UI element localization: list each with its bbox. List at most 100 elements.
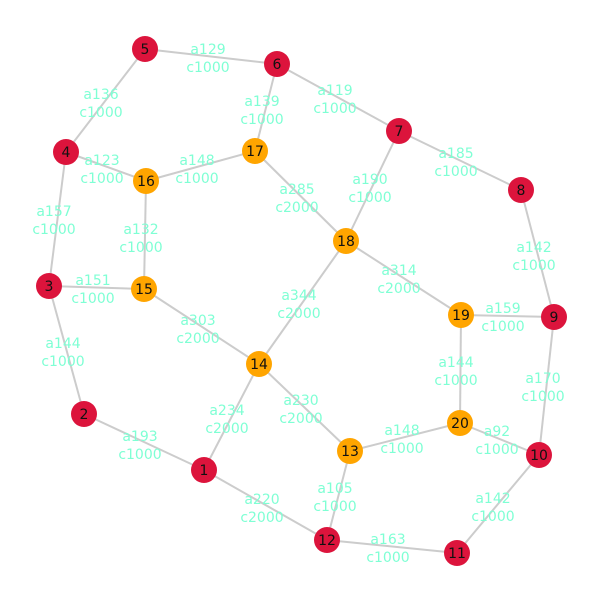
edge-5-6	[144, 48, 278, 65]
node-15: 15	[131, 276, 157, 302]
edge-18-14	[258, 240, 347, 365]
node-circle	[541, 304, 567, 330]
edge-label-c: c1000	[80, 171, 123, 187]
edge-label-a: a190	[352, 172, 387, 188]
edge-label-20-13: a148 c1000	[380, 423, 423, 457]
edge-16-15	[143, 180, 147, 290]
edge-label-a: a129	[190, 42, 225, 58]
edge-2-1	[83, 413, 205, 471]
edge-label-c: c2000	[275, 200, 318, 216]
edge-label-3-2: a144 c1000	[41, 336, 84, 370]
node-16: 16	[133, 168, 159, 194]
node-circle	[444, 540, 470, 566]
node-circle	[242, 138, 268, 164]
node-12: 12	[314, 527, 340, 553]
edge-14-1	[203, 363, 260, 471]
edge-label-c: c1000	[471, 509, 514, 525]
node-label: 8	[517, 183, 526, 199]
edge-6-7	[276, 63, 400, 132]
node-circle	[53, 139, 79, 165]
edge-label-c: c1000	[79, 105, 122, 121]
node-circle	[133, 168, 159, 194]
edge-label-6-17: a139 c1000	[240, 94, 283, 128]
node-6: 6	[264, 51, 290, 77]
edge-label-a: a119	[317, 83, 352, 99]
edge-label-c: c2000	[240, 510, 283, 526]
edge-1-12	[203, 469, 328, 541]
node-label: 12	[318, 533, 336, 549]
edge-label-c: c1000	[380, 441, 423, 457]
edge-19-9	[460, 314, 555, 318]
edge-label-a: a148	[384, 423, 419, 439]
edge-label-8-9: a142 c1000	[512, 240, 555, 274]
node-3: 3	[36, 273, 62, 299]
node-label: 6	[273, 57, 282, 73]
edge-label-a: a234	[209, 403, 244, 419]
node-label: 1	[200, 463, 209, 479]
node-5: 5	[132, 36, 158, 62]
edge-3-15	[48, 285, 145, 290]
edge-label-a: a139	[244, 94, 279, 110]
edge-label-c: c1000	[71, 291, 114, 307]
node-label: 2	[80, 407, 89, 423]
node-label: 19	[452, 308, 470, 324]
node-label: 14	[250, 357, 268, 373]
edge-9-10	[538, 316, 555, 456]
node-circle	[447, 410, 473, 436]
edge-12-11	[326, 539, 458, 554]
node-label: 17	[246, 144, 264, 160]
node-label: 18	[337, 234, 355, 250]
edge-label-7-8: a185 c1000	[434, 146, 477, 180]
edge-label-c: c1000	[313, 101, 356, 117]
edge-label-a: a142	[516, 240, 551, 256]
node-20: 20	[447, 410, 473, 436]
edge-label-a: a123	[84, 153, 119, 169]
edge-7-8	[398, 130, 522, 191]
edge-label-a: a185	[438, 146, 473, 162]
node-7: 7	[386, 118, 412, 144]
edge-label-c: c1000	[434, 164, 477, 180]
edge-label-c: c1000	[348, 190, 391, 206]
edge-label-c: c1000	[512, 258, 555, 274]
edge-label-a: a344	[281, 288, 316, 304]
edge-label-7-18: a190 c1000	[348, 172, 391, 206]
edge-label-c: c2000	[277, 306, 320, 322]
edge-label-a: a193	[122, 429, 157, 445]
edge-7-18	[345, 130, 400, 242]
edge-label-a: a105	[317, 481, 352, 497]
node-circle	[526, 442, 552, 468]
edge-5-4	[65, 48, 146, 153]
edge-label-c: c1000	[240, 112, 283, 128]
edge-label-a: a144	[45, 336, 80, 352]
node-2: 2	[71, 401, 97, 427]
edge-14-13	[258, 363, 351, 452]
edge-4-3	[48, 151, 67, 287]
edge-label-c: c1000	[41, 354, 84, 370]
node-14: 14	[246, 351, 272, 377]
edge-3-2	[48, 285, 85, 415]
edge-label-a: a170	[525, 371, 560, 387]
node-label: 13	[341, 444, 359, 460]
edge-label-c: c1000	[186, 60, 229, 76]
edge-label-a: a151	[75, 273, 110, 289]
node-17: 17	[242, 138, 268, 164]
node-circle	[386, 118, 412, 144]
edge-label-a: a314	[381, 263, 416, 279]
node-1: 1	[191, 457, 217, 483]
node-circle	[246, 351, 272, 377]
edge-label-6-7: a119 c1000	[313, 83, 356, 117]
node-label: 3	[45, 279, 54, 295]
node-circle	[71, 401, 97, 427]
edge-label-c: c2000	[279, 411, 322, 427]
node-circle	[131, 276, 157, 302]
